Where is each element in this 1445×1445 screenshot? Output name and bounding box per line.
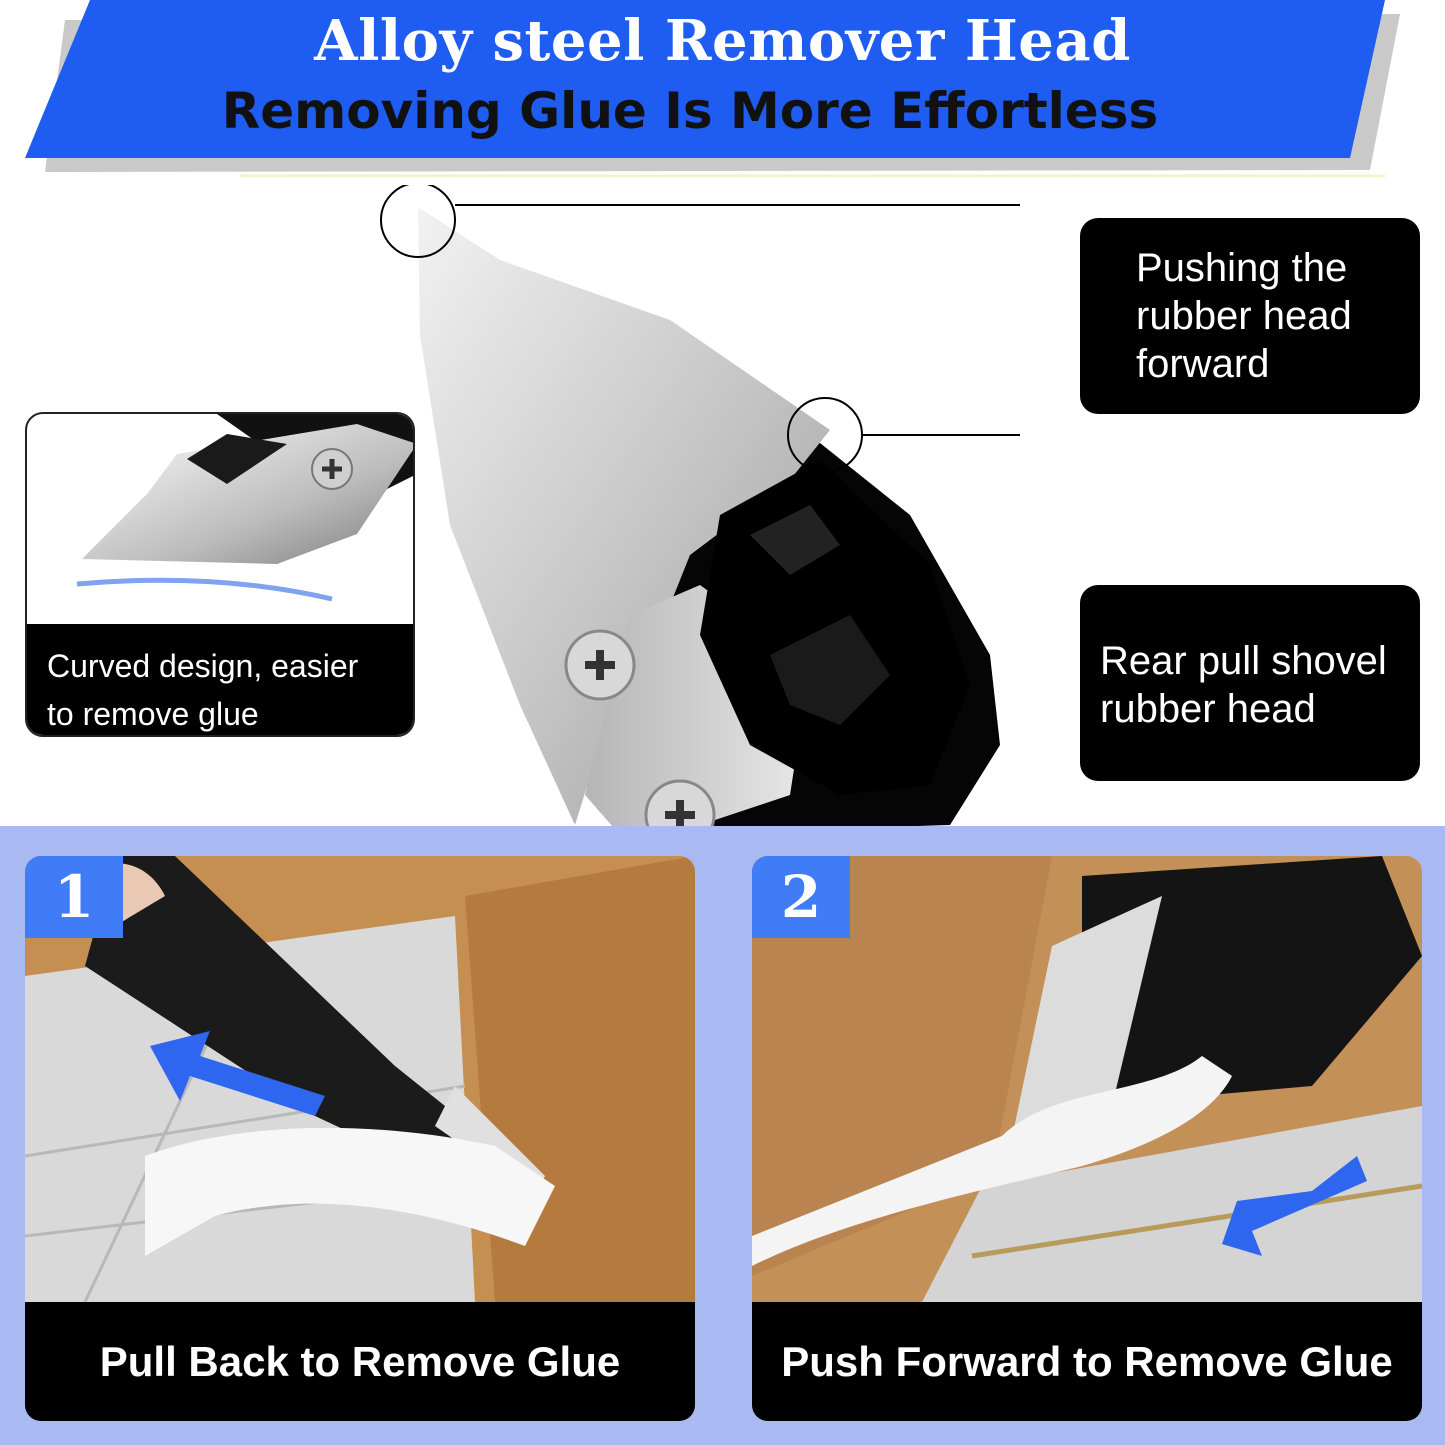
step-number-2: 2 [752,856,850,938]
pull-back-photo [25,856,695,1302]
callout-push-line-3: forward [1136,342,1270,386]
callout-rear-pull: Rear pull shovel rubber head [1080,585,1420,781]
curved-blade-image [76,414,413,602]
step-caption-1: Pull Back to Remove Glue [25,1302,695,1421]
tool-head-illustration [380,185,1020,835]
push-forward-photo [752,856,1422,1302]
inset-caption-line-2: to remove glue [47,696,259,732]
inset-caption: Curved design, easier to remove glue [27,624,413,735]
callout-rear-line-1: Rear pull shovel [1100,639,1387,683]
callout-push-forward: Pushing the rubber head forward [1080,218,1420,414]
step-panel-push-forward: 2 Push Forward to Remove Glue [752,856,1422,1421]
header-subtitle: Removing Glue Is More Effortless [221,82,1159,140]
callout-push-line-1: Pushing the [1136,246,1348,290]
callout-rear-line-2: rubber head [1100,687,1316,731]
step-number-1: 1 [25,856,123,938]
step-panel-pull-back: 1 Pull Back to Remove Glue [25,856,695,1421]
inset-caption-line-1: Curved design, easier [47,648,359,684]
header-title: Alloy steel Remover Head [314,8,1131,74]
step-caption-2: Push Forward to Remove Glue [752,1302,1422,1421]
curved-design-inset: Curved design, easier to remove glue [25,412,415,737]
callout-push-line-2: rubber head [1136,294,1352,338]
header-banner [25,0,1400,178]
